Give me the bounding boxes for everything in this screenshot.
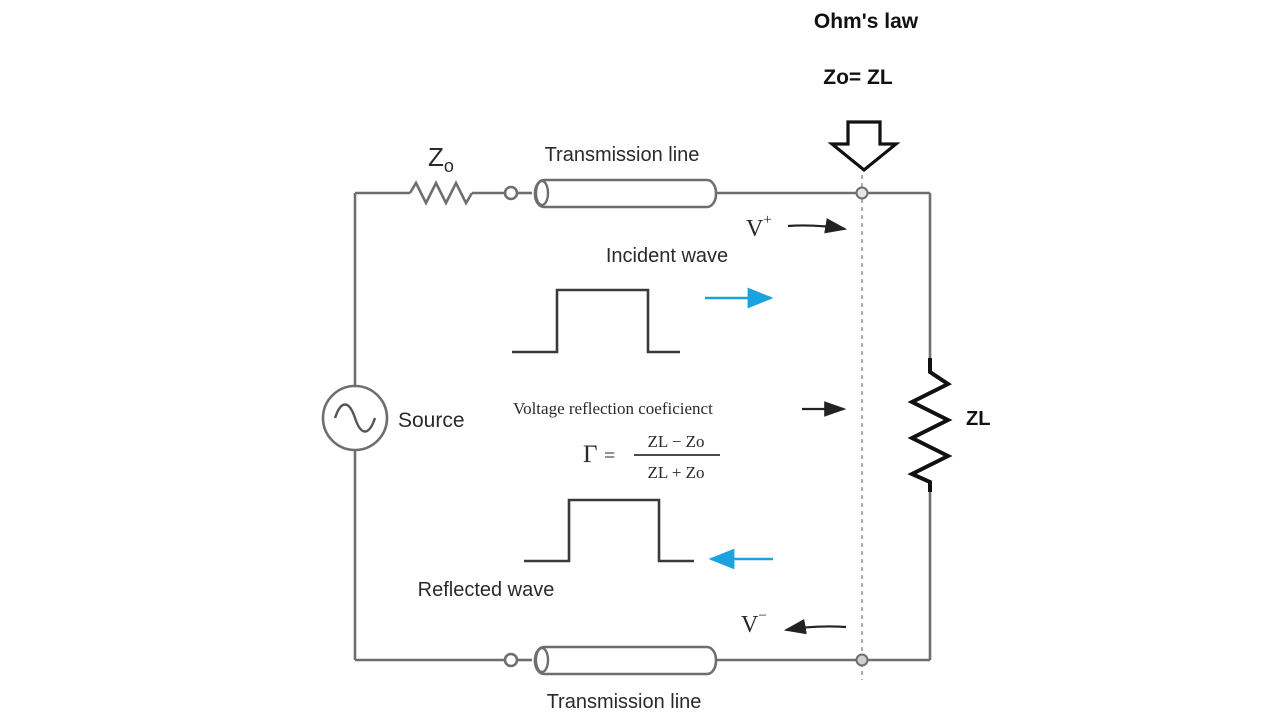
top-wire	[355, 180, 932, 358]
junction-dot-top	[855, 186, 869, 200]
transmission-line-top-label: Transmission line	[545, 144, 700, 166]
gamma-denominator: ZL + Zo	[647, 463, 704, 482]
bottom-wire	[355, 492, 932, 668]
transmission-line-bottom-label: Transmission line	[547, 691, 702, 713]
v-plus-label: V+	[746, 212, 772, 242]
v-plus-pointer	[787, 218, 848, 234]
load-label: ZL	[966, 408, 990, 430]
incident-pulse	[512, 288, 680, 354]
coax-cable-icon	[533, 645, 718, 676]
diagram-title: Ohm's law	[814, 10, 919, 33]
ac-source-icon	[321, 384, 389, 452]
reflected-wave-label: Reflected wave	[418, 579, 555, 601]
resistor-icon	[408, 180, 474, 206]
coefficient-title: Voltage reflection coeficienct	[513, 399, 713, 418]
v-minus-label: V−	[741, 608, 767, 638]
gamma-numerator: ZL − Zo	[647, 432, 704, 451]
reflected-pulse	[524, 498, 694, 563]
v-minus-pointer	[783, 619, 847, 635]
gamma-equals: =	[604, 445, 615, 467]
matching-condition: Zo= ZL	[823, 66, 893, 89]
incident-wave-label: Incident wave	[606, 245, 728, 267]
down-arrow-icon	[827, 120, 901, 173]
gamma-symbol: Γ	[583, 441, 597, 468]
load-resistor-icon	[907, 358, 953, 492]
junction-dot-bottom	[855, 653, 869, 667]
source-impedance-label: Zo	[428, 142, 454, 176]
coax-cable-icon	[533, 178, 718, 209]
source-label: Source	[398, 409, 465, 432]
source-branch	[321, 193, 389, 660]
